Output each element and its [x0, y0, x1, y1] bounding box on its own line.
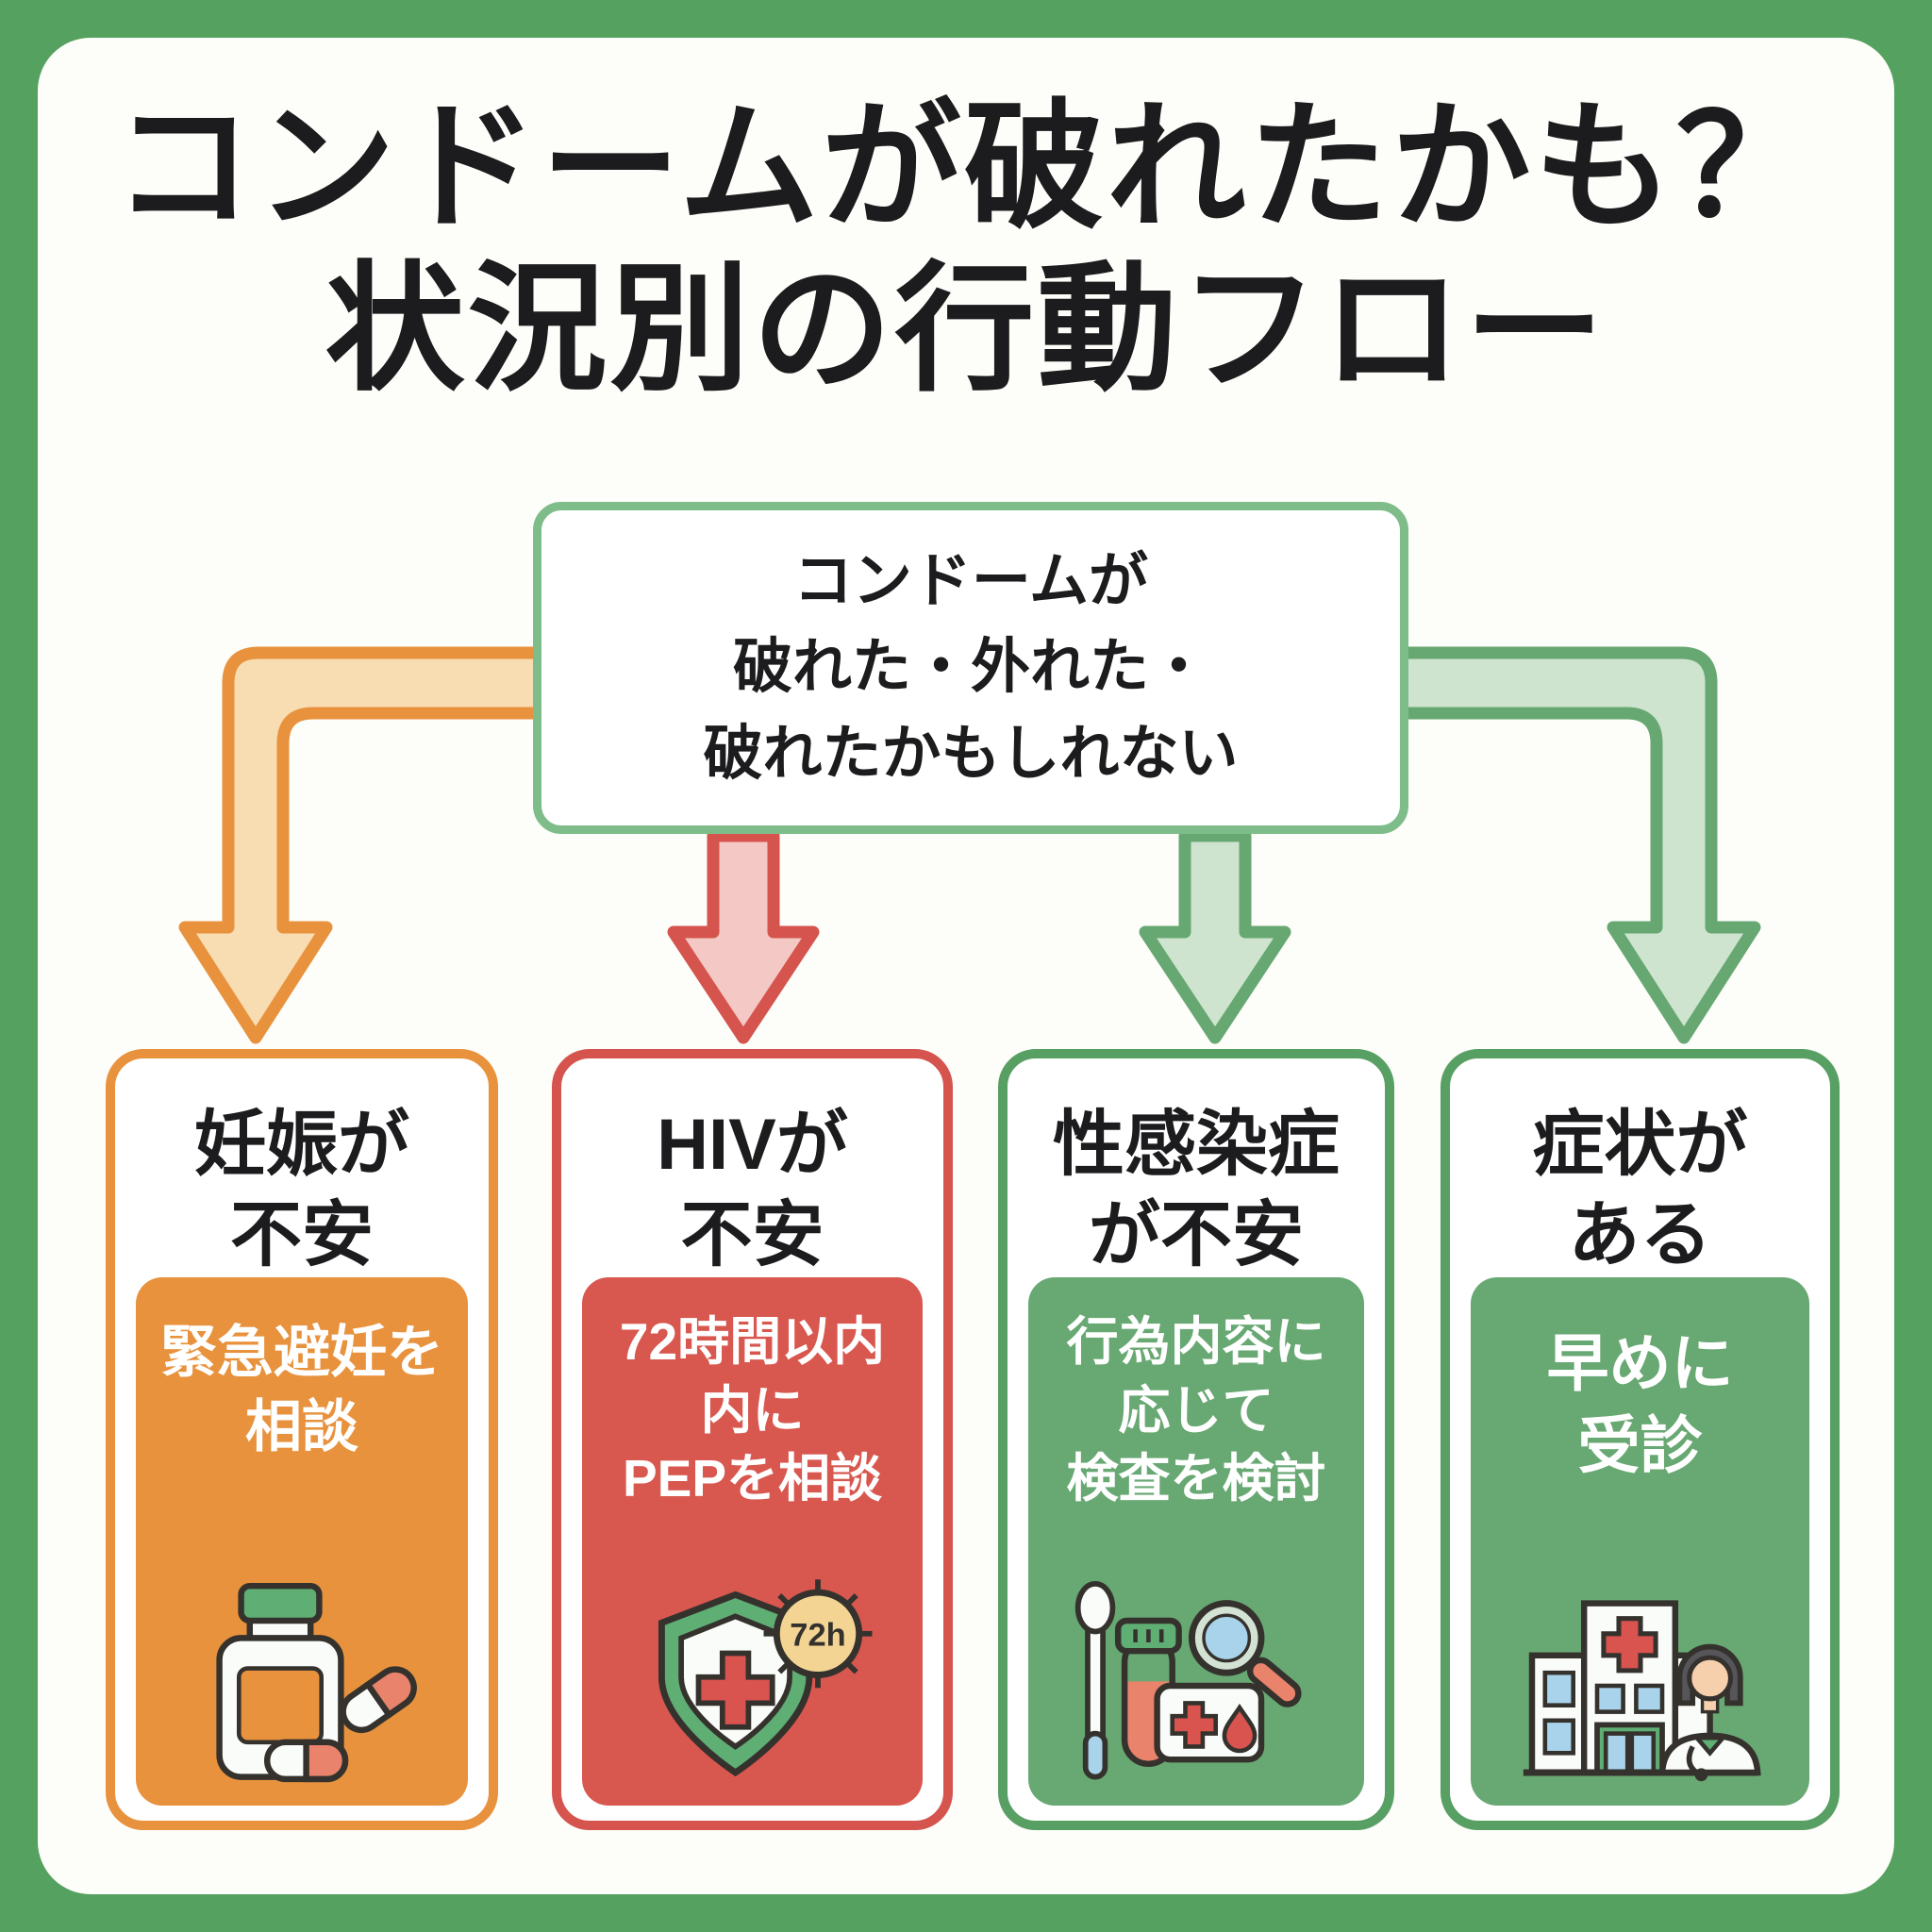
column-symptoms-action-box: 早めに 受診 — [1471, 1277, 1809, 1806]
action-line: 相談 — [245, 1395, 358, 1459]
arrow-to-sti — [1139, 829, 1291, 1044]
clock-72h-badge: 72h — [763, 1579, 872, 1689]
test-card — [1154, 1682, 1265, 1763]
action-line: 行為内容に — [1066, 1312, 1326, 1371]
action-line: 早めに — [1546, 1328, 1734, 1398]
test-kit-icon — [1074, 1581, 1302, 1780]
column-symptoms: 症状が ある 早めに 受診 — [1441, 1049, 1840, 1830]
cap-lines — [1133, 1629, 1164, 1642]
root-condition-line2: 破れた・外れた・ — [733, 634, 1208, 701]
magnifier — [1188, 1600, 1302, 1707]
column-hiv-header-line1: HIVが — [657, 1105, 848, 1185]
capsule-horizontal — [263, 1739, 349, 1783]
column-sti-action-text: 行為内容に 応じて 検査を検討 — [1028, 1277, 1364, 1513]
column-sti-header-line1: 性感染症 — [1053, 1105, 1340, 1185]
column-symptoms-header-line2: ある — [1568, 1194, 1712, 1275]
swab — [1074, 1581, 1116, 1780]
doctor — [1658, 1643, 1761, 1782]
column-sti-header-line2: が不安 — [1089, 1194, 1304, 1275]
column-sti-action-box: 行為内容に 応じて 検査を検討 — [1028, 1277, 1364, 1806]
arrow-to-symptoms — [1393, 646, 1761, 1044]
column-hiv-action-text: 72時間以内 内に PEPを相談 — [582, 1277, 923, 1513]
column-pregnancy: 妊娠が 不安 緊急避妊を 相談 — [106, 1049, 498, 1830]
action-line: 72時間以内 — [619, 1312, 886, 1371]
root-condition-line3: 破れたかもしれない — [703, 720, 1239, 787]
action-line: 内に — [700, 1380, 805, 1440]
column-pregnancy-action-box: 緊急避妊を 相談 — [136, 1277, 468, 1806]
medical-shield — [658, 1591, 812, 1777]
page-title-line1: コンドームが破れたかも？ — [113, 90, 1819, 245]
page-title: コンドームが破れたかも？ 状況別の行動フロー — [0, 87, 1932, 410]
column-pregnancy-action-text: 緊急避妊を 相談 — [136, 1277, 468, 1464]
action-line: 検査を検討 — [1066, 1449, 1326, 1508]
column-sti: 性感染症 が不安 行為内容に 応じて 検査を検討 — [998, 1049, 1394, 1830]
arrow-to-hiv — [667, 829, 820, 1044]
column-pregnancy-header-line1: 妊娠が — [194, 1105, 409, 1185]
root-condition-line1: コンドームが — [792, 547, 1149, 614]
column-symptoms-header-line1: 症状が — [1532, 1105, 1748, 1185]
action-line: 緊急避妊を — [160, 1321, 443, 1384]
action-line: 応じて — [1118, 1380, 1274, 1440]
column-symptoms-header: 症状が ある — [1450, 1100, 1830, 1281]
shield-cross-72h-icon: 72h — [658, 1579, 872, 1777]
column-hiv-action-box: 72時間以内 内に PEPを相談 — [582, 1277, 923, 1806]
column-hiv-header-line2: 不安 — [680, 1194, 824, 1275]
page-title-line2: 状況別の行動フロー — [325, 251, 1607, 408]
badge-72h-label: 72h — [790, 1617, 845, 1653]
action-line: 受診 — [1577, 1410, 1703, 1481]
column-hiv-header: HIVが 不安 — [561, 1100, 943, 1281]
column-pregnancy-header-line2: 不安 — [230, 1194, 374, 1275]
column-sti-header: 性感染症 が不安 — [1008, 1100, 1385, 1281]
pill-bottle-icon — [216, 1582, 417, 1783]
column-hiv: HIVが 不安 72時間以内 内に PEPを相談 — [552, 1049, 953, 1830]
column-pregnancy-header: 妊娠が 不安 — [115, 1100, 489, 1281]
capsule-diagonal — [340, 1666, 417, 1734]
root-condition-box: コンドームが 破れた・外れた・ 破れたかもしれない — [533, 502, 1408, 834]
hospital-doctor-icon — [1523, 1600, 1761, 1782]
action-line: PEPを相談 — [622, 1449, 883, 1508]
arrow-to-pregnancy — [178, 646, 546, 1044]
column-symptoms-action-text: 早めに 受診 — [1471, 1277, 1809, 1487]
